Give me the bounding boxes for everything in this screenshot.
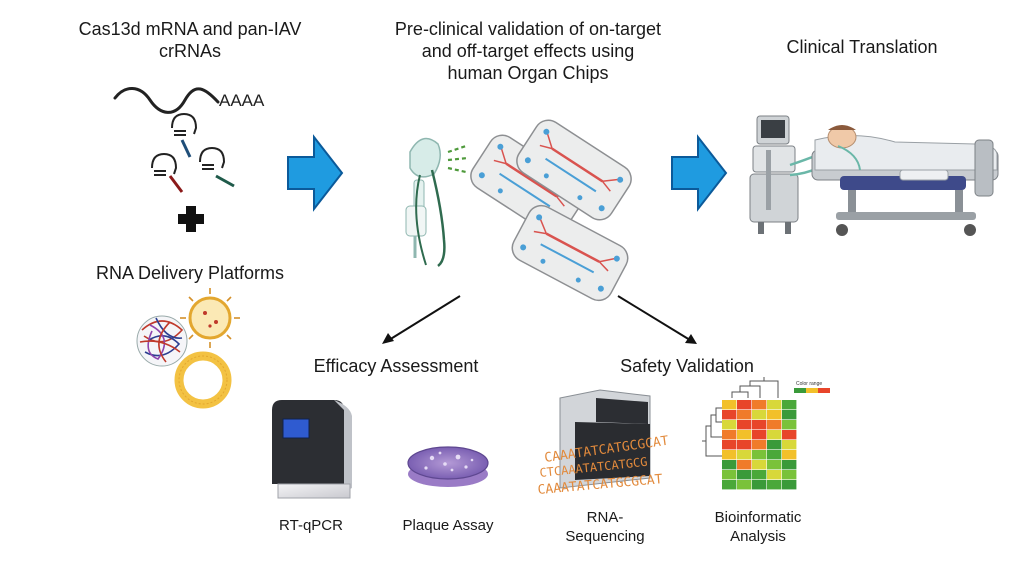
organ-chip-icon	[516, 119, 632, 221]
heatmap-cell	[722, 480, 737, 490]
heatmap-cell	[782, 470, 797, 480]
heatmap-cell	[752, 430, 767, 440]
crrna-hairpin-icon	[151, 112, 235, 193]
dendrogram-left	[702, 407, 722, 457]
arrow-right-icon	[671, 134, 728, 212]
nanoparticle-icon	[136, 315, 188, 367]
heatmap-cell	[767, 480, 782, 490]
qpcr-machine-icon	[272, 400, 352, 499]
heatmap-cell	[782, 400, 797, 410]
heatmap-cell	[752, 420, 767, 430]
heatmap-cell	[782, 460, 797, 470]
heatmap-cell	[737, 480, 752, 490]
heatmap-cell	[782, 410, 797, 420]
heatmap-cell	[767, 410, 782, 420]
stage1-title: Cas13d mRNA and pan-IAV crRNAs	[78, 19, 302, 61]
color-range-legend: Color range	[794, 381, 830, 393]
heatmap-cell	[782, 430, 797, 440]
heatmap-cell	[752, 400, 767, 410]
heatmap-icon: Color range	[702, 377, 830, 490]
rtqpcr-label: RT-qPCR	[279, 517, 343, 534]
bioinformatic-analysis-label: Bioinformatic Analysis	[714, 509, 802, 545]
polya-tail-label: AAAA	[219, 91, 265, 110]
heatmap-cell	[737, 460, 752, 470]
heatmap-cell	[737, 470, 752, 480]
stage3-title: Clinical Translation	[786, 37, 938, 57]
heatmap-cell	[722, 440, 737, 450]
heatmap-cell	[782, 440, 797, 450]
heatmap-cell	[722, 410, 737, 420]
nebulizer-mask-icon	[405, 137, 469, 267]
heatmap-cell	[767, 420, 782, 430]
liposome-icon	[174, 351, 232, 409]
heatmap-grid	[722, 400, 797, 490]
branch-arrow-right-icon	[617, 295, 697, 344]
heatmap-cell	[767, 460, 782, 470]
delivery-platforms-title: RNA Delivery Platforms	[95, 263, 285, 283]
heatmap-cell	[722, 450, 737, 460]
heatmap-cell	[782, 480, 797, 490]
heatmap-cell	[737, 440, 752, 450]
heatmap-cell	[722, 460, 737, 470]
heatmap-cell	[752, 410, 767, 420]
heatmap-cell	[737, 430, 752, 440]
dendrogram-top	[731, 377, 779, 398]
heatmap-cell	[767, 470, 782, 480]
heatmap-cell	[752, 450, 767, 460]
micelle-icon	[180, 288, 240, 348]
heatmap-cell	[722, 400, 737, 410]
mrna-strand-icon: AAAA	[113, 87, 265, 114]
heatmap-cell	[737, 450, 752, 460]
heatmap-cell	[752, 460, 767, 470]
heatmap-cell	[767, 430, 782, 440]
heatmap-cell	[752, 470, 767, 480]
rna-sequencing-label: RNA- Sequencing	[565, 509, 645, 545]
stage2-title: Pre-clinical validation of on-target and…	[394, 19, 662, 83]
petri-dish-icon	[407, 446, 489, 487]
arrow-right-icon	[287, 134, 344, 212]
heatmap-cell	[752, 440, 767, 450]
safety-title: Safety Validation	[620, 356, 754, 376]
heatmap-cell	[767, 440, 782, 450]
heatmap-cell	[722, 420, 737, 430]
plus-icon	[178, 206, 204, 232]
heatmap-cell	[722, 470, 737, 480]
heatmap-cell	[737, 420, 752, 430]
heatmap-cell	[782, 420, 797, 430]
plaque-assay-label: Plaque Assay	[402, 517, 494, 534]
color-range-label: Color range	[796, 381, 822, 387]
heatmap-cell	[767, 450, 782, 460]
heatmap-cell	[737, 410, 752, 420]
hospital-bed-icon	[811, 125, 999, 236]
branch-arrow-left-icon	[382, 295, 461, 344]
efficacy-title: Efficacy Assessment	[313, 356, 479, 376]
heatmap-cell	[737, 400, 752, 410]
organ-chip-icon	[511, 204, 629, 302]
heatmap-cell	[722, 430, 737, 440]
sequencer-icon	[559, 389, 651, 489]
heatmap-cell	[767, 400, 782, 410]
heatmap-cell	[782, 450, 797, 460]
heatmap-cell	[752, 480, 767, 490]
